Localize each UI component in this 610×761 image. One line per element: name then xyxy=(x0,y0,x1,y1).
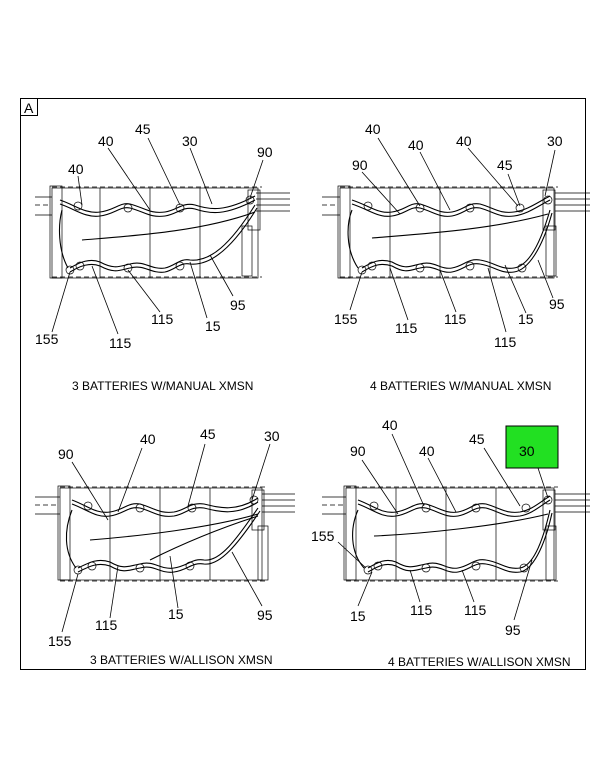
callout: 40 xyxy=(456,133,472,149)
callout: 115 xyxy=(95,617,118,633)
callout: 45 xyxy=(469,431,485,447)
callout: 115 xyxy=(109,335,132,351)
sheet-letter: A xyxy=(24,100,34,116)
callout: 95 xyxy=(505,622,521,638)
callout: 90 xyxy=(58,446,74,462)
sheet-letter-box xyxy=(20,98,38,116)
callout: 30 xyxy=(264,428,280,444)
diagram-caption: 4 BATTERIES W/MANUAL XMSN xyxy=(370,379,551,393)
callout: 40 xyxy=(365,121,381,137)
callout: 30 xyxy=(182,133,198,149)
callout: 115 xyxy=(410,602,433,618)
callout: 15 xyxy=(168,606,184,622)
callout: 115 xyxy=(395,320,418,336)
callout: 115 xyxy=(464,602,487,618)
callout: 40 xyxy=(382,417,398,433)
callout: 155 xyxy=(48,633,72,649)
callout: 45 xyxy=(497,157,513,173)
diagram-4-batteries-manual: 40 40 40 30 90 45 95 15 115 115 115 155 … xyxy=(322,121,590,393)
callout: 155 xyxy=(35,331,59,347)
callout: 40 xyxy=(98,133,114,149)
diagram-4-batteries-allison: 40 40 45 90 30 155 15 115 115 95 4 BATTE… xyxy=(311,417,590,669)
callout: 115 xyxy=(151,311,174,327)
callout: 155 xyxy=(334,311,358,327)
callout: 95 xyxy=(230,297,246,313)
callout: 115 xyxy=(444,311,467,327)
callout: 95 xyxy=(549,296,565,312)
callout: 115 xyxy=(494,334,517,350)
callout: 95 xyxy=(257,607,273,623)
callout: 45 xyxy=(200,426,216,442)
callout: 15 xyxy=(518,311,534,327)
diagram-3-batteries-allison: 40 45 30 90 95 15 115 155 3 BATTERIES W/… xyxy=(35,426,295,667)
diagram-caption: 3 BATTERIES W/ALLISON XMSN xyxy=(90,653,272,667)
callout: 40 xyxy=(140,431,156,447)
highlighted-callout-box xyxy=(505,425,559,469)
callout: 45 xyxy=(135,121,151,137)
diagram-3-batteries-manual: 40 45 30 90 40 95 15 115 115 155 3 BATTE… xyxy=(35,121,290,393)
callout: 40 xyxy=(68,161,84,177)
highlighted-callout: 30 xyxy=(519,443,535,459)
callout: 155 xyxy=(311,528,335,544)
callout: 90 xyxy=(257,144,273,160)
callout: 15 xyxy=(350,608,366,624)
diagram-caption: 3 BATTERIES W/MANUAL XMSN xyxy=(72,379,253,393)
callout: 30 xyxy=(547,133,563,149)
callout: 90 xyxy=(350,443,366,459)
sheet-frame xyxy=(20,98,586,670)
callout: 40 xyxy=(419,443,435,459)
diagram-caption: 4 BATTERIES W/ALLISON XMSN xyxy=(388,655,570,669)
callout: 90 xyxy=(352,157,368,173)
callout: 40 xyxy=(408,137,424,153)
callout: 15 xyxy=(205,318,221,334)
